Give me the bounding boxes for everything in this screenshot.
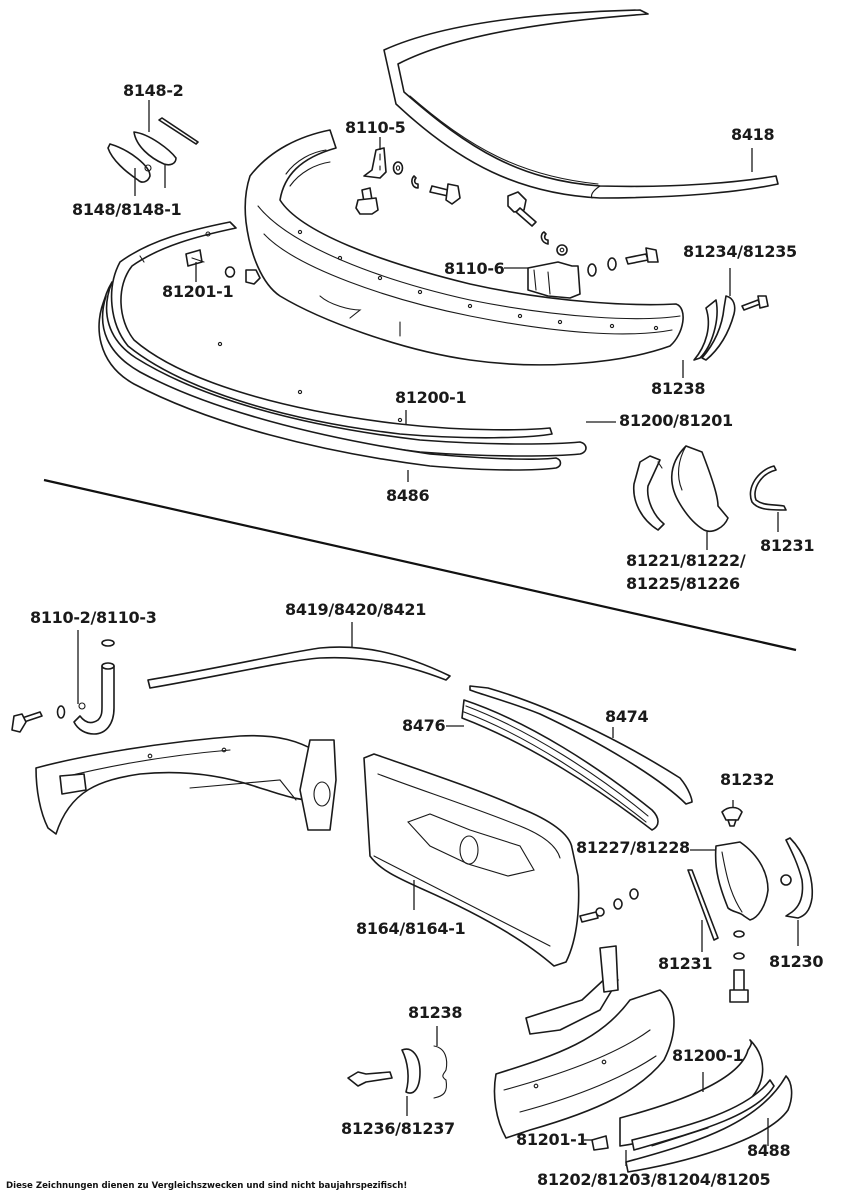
- section-divider: [43, 478, 797, 652]
- label-8110-2-8110-3: 8110-2/8110-3: [30, 608, 157, 627]
- label-81221-line1: 81221/81222/: [626, 551, 746, 570]
- label-81238-top: 81238: [651, 379, 706, 398]
- label-81227-81228: 81227/81228: [576, 838, 690, 857]
- label-81200-1-bottom: 81200-1: [672, 1046, 744, 1065]
- part-8110-5-bracket-hardware: [355, 147, 461, 215]
- part-upper-bumper-body: [244, 129, 684, 366]
- label-81234-81235: 81234/81235: [683, 242, 797, 261]
- part-8419-trim-strip: [147, 646, 451, 689]
- part-81234-81238-end-pieces: [693, 295, 769, 361]
- part-8418-trim-strip: [383, 9, 779, 199]
- part-81200-guard-strips-upper: [98, 221, 587, 471]
- label-81221-line2: 81225/81226: [626, 574, 740, 593]
- part-8164-center-panel: [363, 753, 639, 967]
- label-81201-1-bottom: 81201-1: [516, 1130, 588, 1149]
- label-81200-1-top: 81200-1: [395, 388, 467, 407]
- label-81231-top: 81231: [760, 536, 815, 555]
- part-8110-6-bracket-hardware: [507, 191, 659, 299]
- label-81232: 81232: [720, 770, 775, 789]
- label-81236-81237: 81236/81237: [341, 1119, 455, 1138]
- part-8148-lens-pieces: [107, 117, 199, 183]
- label-81238-bottom: 81238: [408, 1003, 463, 1022]
- part-81221-corner-covers: [633, 445, 787, 533]
- label-8110-5: 8110-5: [345, 118, 406, 137]
- part-81200-guard-strips-lower: [591, 1039, 793, 1173]
- part-81227-81230-corner-cover: [687, 806, 814, 1003]
- label-8476: 8476: [402, 716, 446, 735]
- part-lower-left-bumper-section: [35, 734, 337, 835]
- label-8418: 8418: [731, 125, 775, 144]
- label-8164-8164-1: 8164/8164-1: [356, 919, 466, 938]
- label-8110-6: 8110-6: [444, 259, 505, 278]
- label-8474: 8474: [605, 707, 649, 726]
- leader-lines: [77, 100, 799, 1166]
- part-81236-81238-lower-pieces: [347, 1045, 448, 1099]
- footer-disclaimer: Diese Zeichnungen dienen zu Vergleichszw…: [6, 1181, 408, 1191]
- part-8474-8476-strips: [461, 685, 693, 831]
- label-8419-8420-8421: 8419/8420/8421: [285, 600, 427, 619]
- label-81231-bottom: 81231: [658, 954, 713, 973]
- label-8148-8148-1: 8148/8148-1: [72, 200, 182, 219]
- label-8148-2: 8148-2: [123, 81, 184, 100]
- label-81200-81201: 81200/81201: [619, 411, 733, 430]
- part-lower-right-bumper-section: [493, 945, 675, 1139]
- label-81201-1-top: 81201-1: [162, 282, 234, 301]
- part-8110-2-mount-bracket: [11, 639, 115, 735]
- label-8488: 8488: [747, 1141, 791, 1160]
- label-81230: 81230: [769, 952, 824, 971]
- label-81202-81205: 81202/81203/81204/81205: [537, 1170, 771, 1189]
- label-8486: 8486: [386, 486, 430, 505]
